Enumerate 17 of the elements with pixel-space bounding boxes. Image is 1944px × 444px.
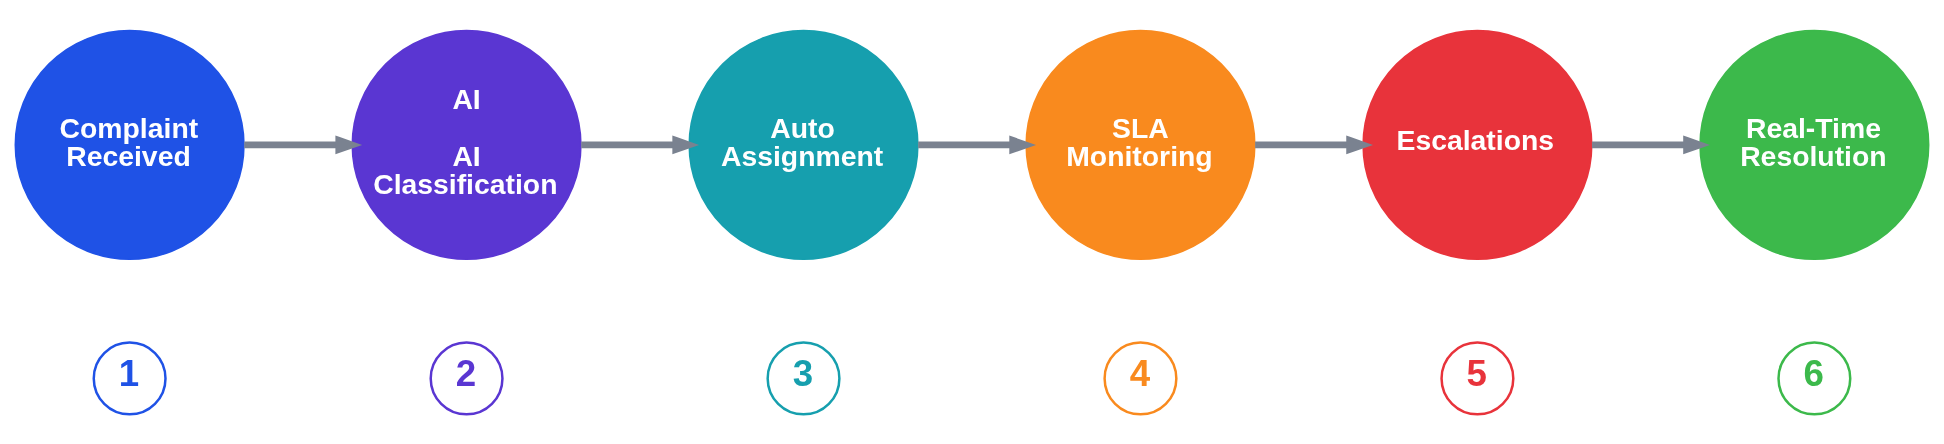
node-circle: 3 <box>766 340 841 416</box>
arrow <box>581 135 700 154</box>
node-circle: AI AI Classification <box>351 29 582 260</box>
node-circle: Complaint Received <box>14 29 245 260</box>
node-circle: 4 <box>1103 340 1178 416</box>
node-circle: 5 <box>1440 340 1515 416</box>
arrow <box>1255 135 1374 154</box>
node-circle: 2 <box>429 340 504 416</box>
node-circle: 1 <box>92 340 167 416</box>
arrow <box>244 135 363 154</box>
node-circle: Real-Time Resolution <box>1699 29 1930 260</box>
arrow <box>1592 135 1710 154</box>
node-circle: SLA Monitoring <box>1025 29 1256 260</box>
node-circle: Auto Assignment <box>688 29 919 260</box>
node-circle: 6 <box>1777 340 1852 416</box>
node-circle: Escalations <box>1362 29 1593 260</box>
arrow <box>918 135 1037 154</box>
